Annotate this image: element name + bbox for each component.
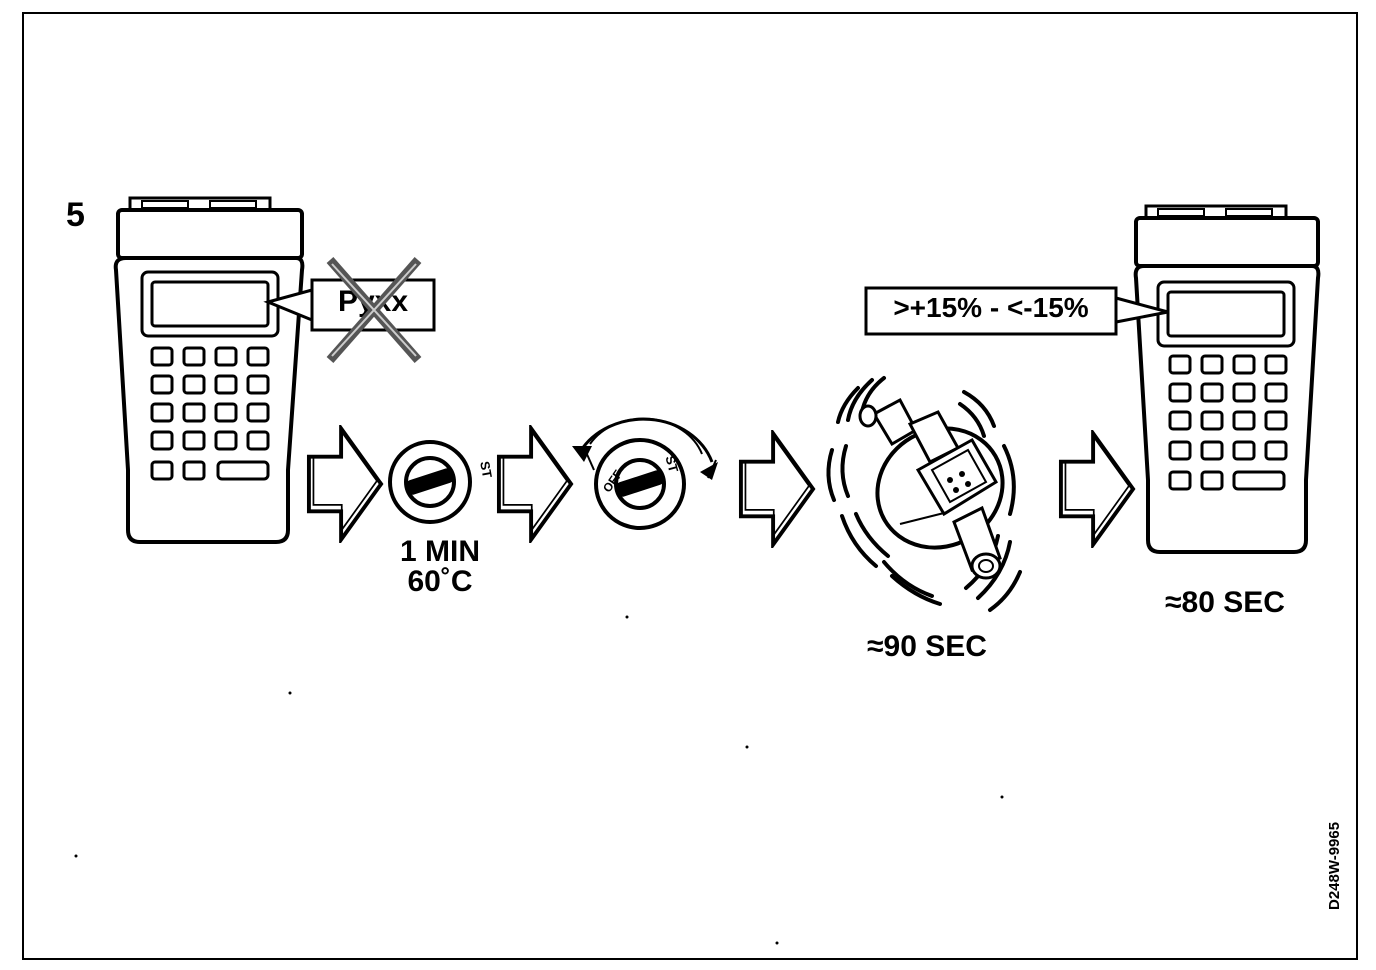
flow-arrow-1 [306,426,384,542]
key-slot-1 [406,468,454,495]
tester-left [113,196,436,544]
ignition-key-2 [572,417,718,530]
pump-time-label: ≈90 SEC [867,630,987,663]
key-1-temperature-label: 60˚C [407,565,473,598]
ignition-key-1 [388,440,472,524]
tester-right-callout [864,286,1169,336]
flow-arrow-4 [1058,431,1136,547]
scan-specks [74,615,1004,945]
tester-right-screen [1166,290,1286,338]
tester-left-connector [116,196,304,260]
step-number: 5 [66,196,85,234]
figure-frame [22,12,1358,960]
key-1-time-label: 1 MIN [399,535,480,568]
tester-right-time-label: ≈80 SEC [1165,586,1285,619]
tester-left-keypad [150,346,270,481]
fuel-pump [826,376,1022,612]
key-1-st-marking: ST [477,460,495,479]
cross-out-mark [326,257,422,363]
rotation-arrowhead-left [572,446,592,462]
tester-left-screen [150,280,270,328]
tester-right-keypad [1168,354,1288,491]
key-slot-2 [616,470,664,497]
flow-arrow-2 [496,426,574,542]
tester-right [864,204,1321,554]
tester-right-connector [1134,204,1320,268]
pump-connector [915,437,999,517]
flow-arrow-3 [738,431,816,547]
tester-right-display-text: >+15% - <-15% [893,292,1089,323]
reference-code: D248W-9965 [1326,821,1343,910]
